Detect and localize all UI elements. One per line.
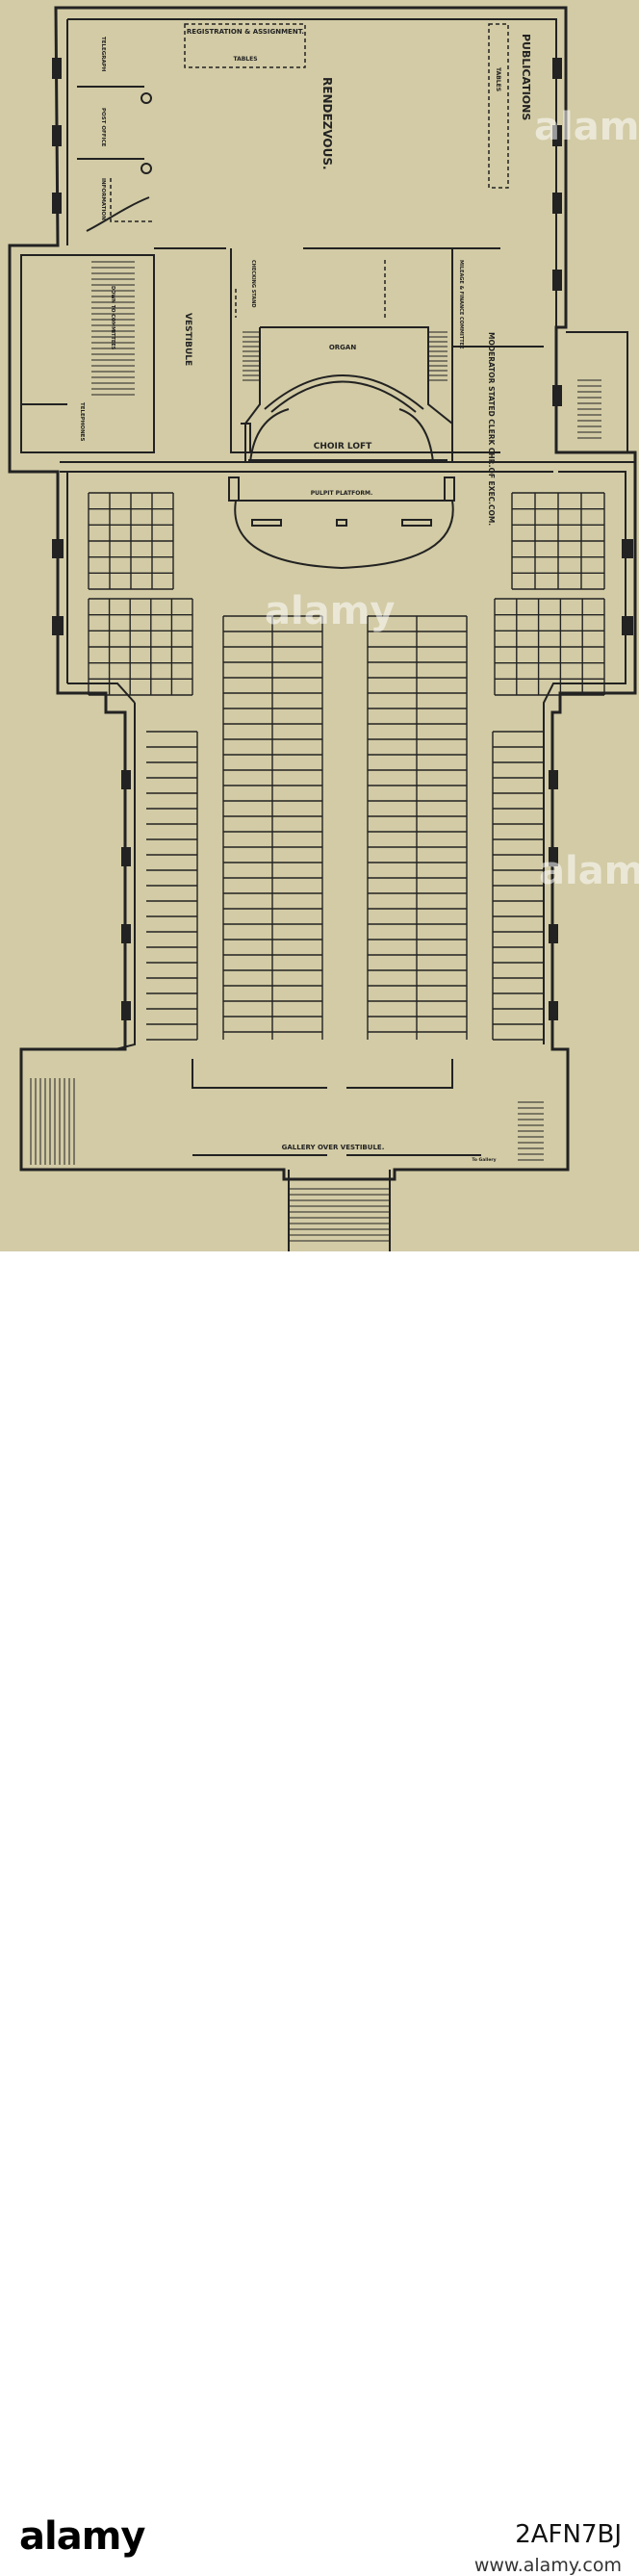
floor-plan-drawing: REGISTRATION & ASSIGNMENT. TABLES PUBLIC… — [8, 6, 639, 1251]
gallery-label: GALLERY OVER VESTIBULE. — [282, 1144, 385, 1151]
mileage-finance-label: MILEAGE & FINANCE COMMITTEE — [458, 260, 464, 349]
pew-rows — [88, 492, 605, 1041]
telegraph-label: TELEGRAPH — [100, 37, 106, 72]
watermark-overlay: alamy alamy alamy — [265, 105, 639, 893]
watermark-text-1: alamy — [534, 105, 639, 149]
organ-label: ORGAN — [329, 344, 357, 351]
wall-buttresses — [52, 58, 633, 1020]
rendezvous-label: RENDEZVOUS. — [320, 77, 334, 170]
watermark-text-2: alamy — [265, 589, 395, 633]
watermark-text-3: alamy — [539, 849, 639, 893]
vestibule-label: VESTIBULE — [183, 313, 192, 366]
pulpit-platform-label: PULPIT PLATFORM. — [311, 490, 372, 497]
alamy-logo: alamy — [19, 2514, 145, 2559]
staircases — [30, 261, 601, 1242]
checking-stand-label: CHECKING STAND — [250, 260, 256, 308]
publications-label: PUBLICATIONS — [520, 34, 532, 120]
floor-plan-image: REGISTRATION & ASSIGNMENT. TABLES PUBLIC… — [0, 0, 639, 1251]
tables-right-label: TABLES — [495, 67, 501, 91]
site-url: www.alamy.com — [473, 2555, 622, 2576]
moderator-label: MODERATOR STATED CLERK CHR.OF EXEC.COM. — [487, 332, 496, 526]
tables-top-label: TABLES — [233, 56, 257, 63]
room-labels: REGISTRATION & ASSIGNMENT. TABLES PUBLIC… — [79, 28, 532, 1163]
service-counters — [77, 86, 152, 232]
image-id: 2AFN7BJ — [515, 2520, 622, 2549]
telephones-label: TELEPHONES — [79, 402, 85, 441]
chancel — [228, 374, 455, 570]
to-gallery-label: To Gallery — [472, 1157, 496, 1163]
choir-loft-label: CHOIR LOFT — [314, 442, 372, 451]
down-to-committees-label: DOWN TO COMMITTEES — [110, 286, 115, 350]
table-outlines — [110, 23, 509, 318]
registration-label: REGISTRATION & ASSIGNMENT. — [187, 28, 304, 36]
information-label: INFORMATION — [100, 178, 106, 220]
stock-footer: alamy 2AFN7BJ www.alamy.com — [0, 1251, 639, 2576]
post-office-label: POST OFFICE — [100, 108, 106, 147]
